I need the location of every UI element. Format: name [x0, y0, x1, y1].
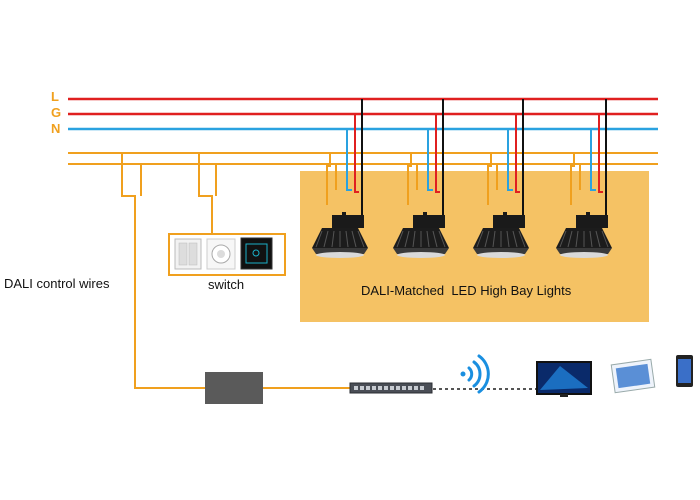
bus-label-g: G: [51, 105, 62, 120]
light-3-g-wire: [515, 114, 520, 193]
light-2-bracket: [423, 212, 427, 216]
light-2-driver: [413, 215, 445, 228]
light-4-reflector: [556, 248, 612, 254]
light-2-fin: [432, 230, 438, 248]
rocker-switch-icon: [174, 238, 202, 270]
light-3-bracket: [503, 212, 507, 216]
light-3-fin: [492, 230, 496, 248]
touch-panel-icon: [240, 237, 273, 270]
lights-label: DALI-Matched LED High Bay Lights: [361, 283, 572, 298]
light-2-fin: [396, 230, 404, 248]
light-1-g-wire: [354, 114, 359, 193]
dimmer-knob-icon: [206, 238, 236, 270]
light-2-fin: [404, 230, 410, 248]
light-1-fin: [351, 230, 357, 248]
light-1-fin: [345, 230, 349, 248]
light-4-fin: [575, 230, 579, 248]
light-3-lens: [477, 252, 525, 258]
light-1-fin: [323, 230, 329, 248]
tv-icon: [536, 361, 592, 397]
light-2-fin: [426, 230, 430, 248]
light-4-fin: [589, 230, 593, 248]
tablet-icon: [610, 358, 656, 394]
bus-label-n: N: [51, 121, 61, 136]
light-4-lens: [560, 252, 608, 258]
light-4-bracket: [586, 212, 590, 216]
light-4-g-wire: [598, 114, 603, 193]
light-2-reflector: [393, 248, 449, 254]
light-2-n-wire: [427, 129, 433, 191]
light-2-lens: [397, 252, 445, 258]
light-1-dali-tap-1: [326, 153, 331, 205]
light-1-driver: [332, 215, 364, 228]
wifi-icon: [460, 354, 490, 394]
light-4-fin: [601, 230, 609, 248]
light-4-fin: [559, 230, 567, 248]
switch-label: switch: [208, 277, 245, 292]
dali-wires-label: DALI control wires: [4, 276, 110, 291]
light-1-fin: [315, 230, 323, 248]
light-2-g-wire: [435, 114, 440, 193]
network-switch-icon: [349, 382, 433, 394]
light-3-reflector: [473, 248, 529, 254]
light-4-dali-tap-1: [570, 153, 575, 205]
light-1-reflector: [312, 248, 368, 254]
light-4-fin: [595, 230, 601, 248]
light-1-bracket: [342, 212, 346, 216]
controller-tap: [121, 153, 217, 389]
light-3-fin: [512, 230, 518, 248]
light-2-fin: [412, 230, 416, 248]
light-3-fin: [476, 230, 484, 248]
light-3-driver: [493, 215, 525, 228]
light-3-fin: [484, 230, 490, 248]
light-4-driver: [576, 215, 608, 228]
light-4-n-wire: [590, 129, 596, 191]
light-3-dali-tap-1: [487, 153, 492, 205]
light-2-fin: [438, 230, 446, 248]
phone-icon: [676, 355, 693, 387]
light-1-fin: [331, 230, 335, 248]
bus-label-l: L: [51, 89, 59, 104]
dali-controller-box: [205, 372, 263, 404]
light-3-fin: [518, 230, 526, 248]
light-2-dali-tap-1: [407, 153, 412, 205]
light-1-lens: [316, 252, 364, 258]
light-3-fin: [506, 230, 510, 248]
light-1-n-wire: [346, 129, 352, 191]
light-1-fin: [357, 230, 365, 248]
light-4-fin: [567, 230, 573, 248]
light-3-n-wire: [507, 129, 513, 191]
